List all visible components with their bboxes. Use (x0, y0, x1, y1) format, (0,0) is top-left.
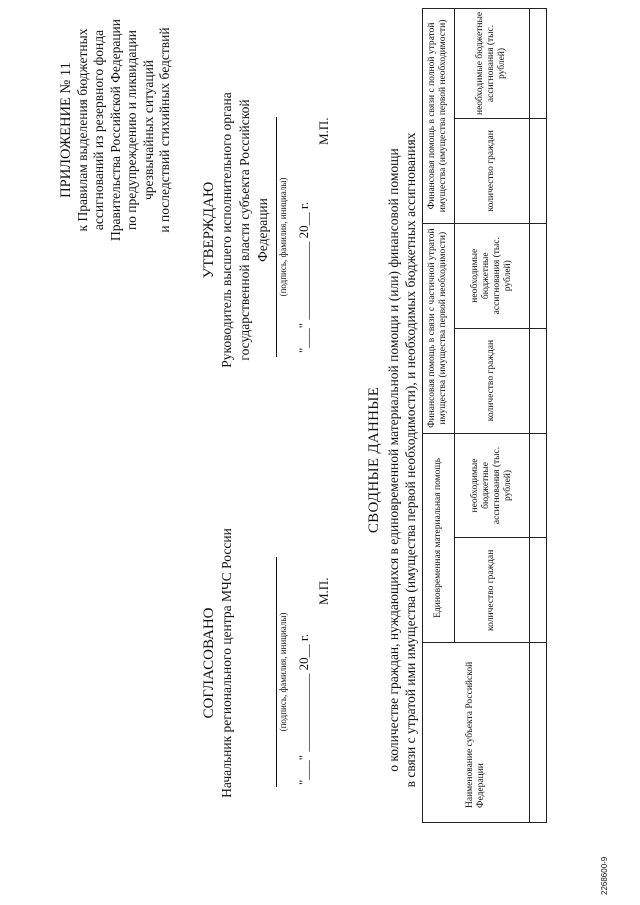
summary-line1: о количестве граждан, нуждающихся в един… (386, 148, 401, 772)
subheader-count: количество граждан (454, 328, 530, 434)
agreed-date-year: 20__ г. (296, 634, 311, 671)
agreed-signature-line (276, 557, 277, 787)
approved-date-prefix: "___" ____________ (296, 241, 311, 353)
summary-table: Наименование субъекта Российской Федерац… (422, 8, 547, 823)
approved-stamp: М.П. (316, 117, 331, 145)
agreed-heading: СОГЛАСОВАНО (201, 607, 217, 719)
header-group-full: Финансовая помощь в связи с полной утрат… (422, 8, 455, 224)
subheader-budget: необходимые бюджетные ассигнования (тыс.… (454, 8, 530, 119)
approved-heading: УТВЕРЖДАЮ (201, 181, 217, 279)
appendix-line: и последствий стихийных бедствий (157, 27, 172, 233)
table-cell (529, 223, 547, 329)
header-group-partial: Финансовая помощь в связи с частичной ут… (422, 223, 455, 434)
appendix-line: Правительства Российской Федерации (107, 19, 123, 241)
approved-role-line1: Руководитель высшего исполнительного орг… (219, 92, 234, 368)
subheader-budget: необходимые бюджетные ассигнования (тыс.… (454, 433, 530, 538)
approved-date: "___" ____________ 20__ г. (296, 202, 312, 353)
agreed-date-prefix: "___" ____________ (296, 673, 311, 785)
appendix-line: к Правилам выделения бюджетных (74, 28, 90, 232)
agreed-date: "___" ____________ 20__ г. (296, 634, 312, 785)
table-cell (529, 328, 547, 434)
approved-date-year: 20__ г. (296, 202, 311, 239)
header-group-one-time: Единовременная материальная помощь (422, 433, 455, 643)
table-row (529, 8, 547, 823)
table-cell (529, 433, 547, 538)
agreed-block: СОГЛАСОВАНО Начальник регионального цент… (200, 523, 236, 803)
agreed-stamp: М.П. (316, 577, 331, 605)
approved-signature-line (276, 117, 277, 357)
summary-line2: в связи с утратой ими имущества (имущест… (403, 132, 418, 788)
summary-heading: СВОДНЫЕ ДАННЫЕ (366, 386, 382, 534)
table-cell (529, 642, 547, 823)
appendix-line: по предупреждению и ликвидации (124, 29, 139, 231)
table-cell (529, 8, 547, 119)
header-subject: Наименование субъекта Российской Федерац… (422, 642, 530, 823)
approved-block: УТВЕРЖДАЮ Руководитель высшего исполните… (200, 80, 272, 380)
table-cell (529, 118, 547, 224)
appendix-line: чрезвычайных ситуаций (140, 59, 156, 201)
appendix-block: ПРИЛОЖЕНИЕ № 11 к Правилам выделения бюд… (58, 5, 174, 255)
summary-block: СВОДНЫЕ ДАННЫЕ о количестве граждан, нуж… (366, 95, 419, 825)
footer-code: 2268600-9 (600, 856, 609, 895)
table-cell (529, 537, 547, 643)
approved-role-line2: государственной власти субъекта Российск… (237, 99, 270, 361)
subheader-count: количество граждан (454, 118, 530, 224)
appendix-line: ассигнований из резервного фонда (91, 29, 106, 231)
appendix-title: ПРИЛОЖЕНИЕ № 11 (58, 62, 74, 198)
subheader-count: количество граждан (454, 537, 530, 643)
subheader-budget: необходимые бюджетные ассигнования (тыс.… (454, 223, 530, 329)
table-header-row: Наименование субъекта Российской Федерац… (422, 8, 530, 823)
approved-signature-caption: (подпись, фамилия, инициалы) (278, 177, 288, 297)
agreed-signature-caption: (подпись, фамилия, инициалы) (278, 612, 288, 732)
agreed-role: Начальник регионального центра МЧС Росси… (219, 528, 234, 798)
